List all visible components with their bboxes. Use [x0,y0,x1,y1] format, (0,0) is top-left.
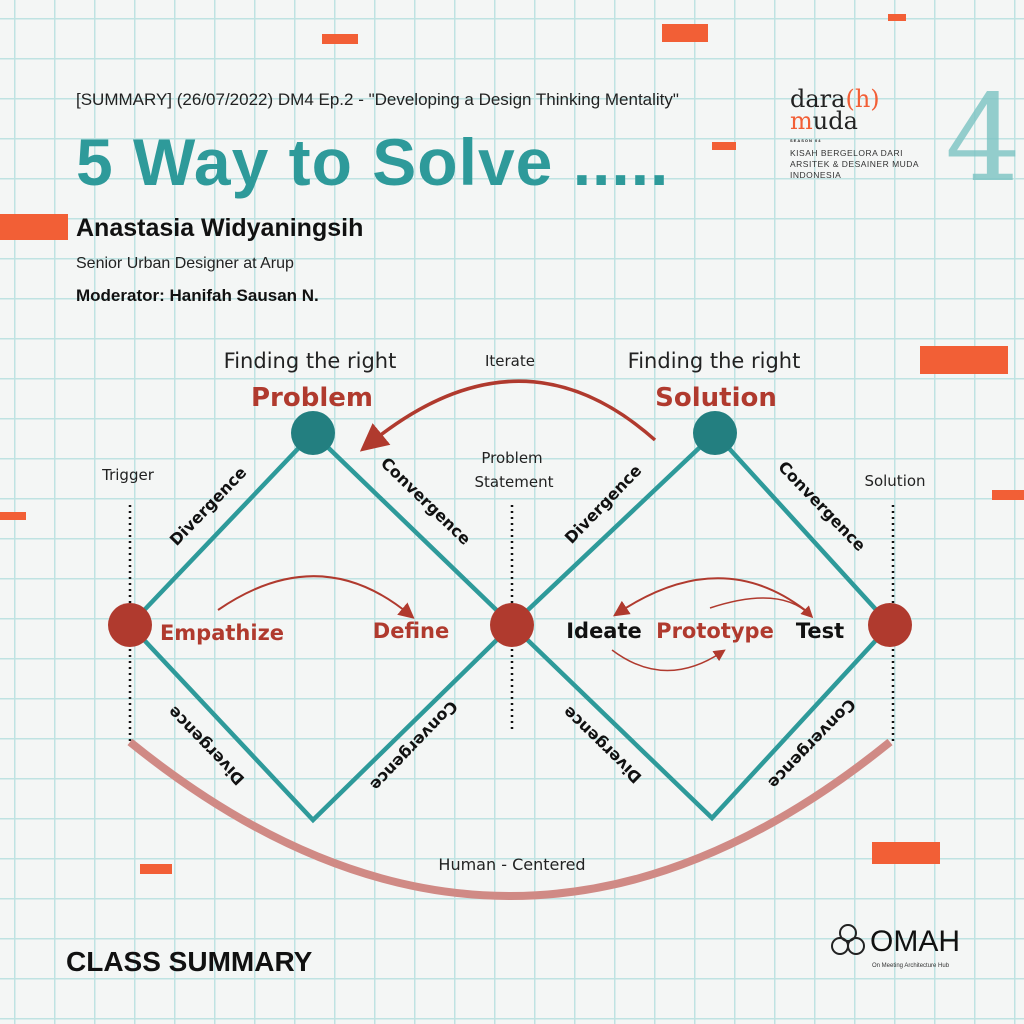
problem-statement-node [490,603,534,647]
decor-bar [140,864,172,874]
logo-text: m [790,107,813,135]
decor-bar [872,842,940,864]
omah-subtitle: On Meeting Architecture Hub [872,963,950,969]
stage-ideate: Ideate [566,619,642,643]
trigger-node [108,603,152,647]
page-title: 5 Way to Solve ..... [76,125,670,199]
darahmuda-logo: dara(h) muda [790,85,880,135]
edge-label-convergence: Convergence [377,453,475,548]
right-keyword: Solution [655,383,777,413]
omah-logo-icon [831,924,865,955]
problem-statement-label: Problem [481,449,542,467]
decor-bar [0,214,68,240]
edge-label-convergence: Convergence [774,457,869,555]
speaker-name: Anastasia Widyaningsih [76,214,364,242]
logo-text: dara [790,85,846,113]
human-centered-label: Human - Centered [438,855,585,874]
stage-define: Define [373,619,449,643]
edge-label-divergence: Divergence [166,463,251,550]
stage-prototype: Prototype [656,619,774,643]
omah-logo-text: OMAH [870,925,960,958]
right-heading: Finding the right [628,349,801,373]
class-summary-label: CLASS SUMMARY [66,946,313,977]
decor-bar [712,142,736,150]
decor-bar [662,24,708,42]
summary-line: [SUMMARY] (26/07/2022) DM4 Ep.2 - "Devel… [76,90,679,109]
tagline-line: INDONESIA [790,170,842,180]
trigger-label: Trigger [101,466,155,484]
left-keyword: Problem [251,383,373,413]
logo-text: (h) [845,85,880,113]
edge-label-convergence: Convergence [366,697,461,795]
speaker-role: Senior Urban Designer at Arup [76,255,294,272]
season-label: SEASON 04 [790,138,822,143]
ideate-prototype-arrow [611,649,726,672]
decor-bar [322,34,358,44]
problem-statement-label: Statement [475,473,554,491]
solution-node [693,411,737,455]
edge-label-divergence: Divergence [561,461,646,548]
iterate-arrow [359,379,657,452]
solution-label: Solution [864,472,925,490]
season-number: 4 [945,70,1022,209]
left-heading: Finding the right [224,349,397,373]
empathize-define-arrow [217,575,415,619]
tagline-line: KISAH BERGELORA DARI [790,148,903,158]
problem-node [291,411,335,455]
decor-bar [992,490,1024,500]
tagline-line: ARSITEK & DESAINER MUDA [790,159,920,169]
moderator: Moderator: Hanifah Sausan N. [76,286,319,305]
test-ideate-arrow [613,577,806,617]
prototype-test-arrow [709,597,814,619]
decor-bar [888,14,906,21]
edge-label-divergence: Divergence [559,703,646,788]
iterate-label: Iterate [485,352,535,370]
solution-end-node [868,603,912,647]
stage-empathize: Empathize [160,621,284,645]
logo-text: uda [812,107,858,135]
human-centered-arc [127,738,893,900]
stage-test: Test [796,619,844,643]
decor-bar [920,346,1008,374]
decor-bar [0,512,26,520]
tagline: KISAH BERGELORA DARI ARSITEK & DESAINER … [790,148,919,181]
